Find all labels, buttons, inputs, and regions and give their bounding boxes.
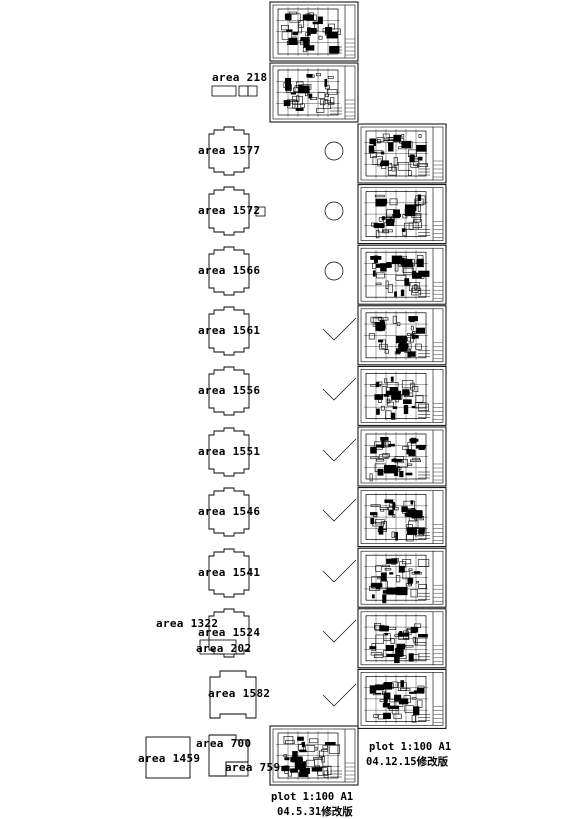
- sheet-right-7: [357, 487, 447, 548]
- area-202-label: area 202: [196, 642, 252, 655]
- sheet-right-1: [357, 123, 447, 184]
- status-check-4: [322, 317, 357, 341]
- floor-plan-9: [208, 608, 250, 658]
- status-circle-2: [324, 201, 344, 221]
- status-check-7: [322, 498, 357, 522]
- area-759-plan: [225, 761, 249, 777]
- floor-plan-1: [208, 126, 250, 176]
- area-202-plan: [199, 639, 237, 655]
- sheet-right-9: [357, 608, 447, 669]
- floor-area-label-8: area 1541: [198, 566, 261, 579]
- area-218-plan-b: [238, 85, 249, 97]
- status-check-8: [322, 559, 357, 583]
- bottom-caption-line1: plot 1:100 A1: [271, 791, 354, 803]
- floor-plan-7: [208, 487, 250, 537]
- sheet-top-1: [269, 1, 359, 62]
- sheet-right-4: [357, 305, 447, 366]
- floor-area-label-4: area 1561: [198, 324, 261, 337]
- status-check-10: [322, 683, 357, 707]
- floor-area-label-5: area 1556: [198, 384, 261, 397]
- bottom-caption-line2: 04.5.31修改版: [277, 806, 353, 818]
- area-1459-label: area 1459: [138, 752, 201, 765]
- status-check-5: [322, 377, 357, 401]
- floor-plan-2: [208, 186, 250, 236]
- area-700-label: area 700: [196, 737, 252, 750]
- sheet-right-2: [357, 184, 447, 245]
- sheet-right-8: [357, 547, 447, 608]
- sheet-right-3: [357, 244, 447, 305]
- floor-plan-outlines: [145, 85, 266, 779]
- area-1459-plan: [145, 736, 191, 779]
- floor-area-label-1: area 1577: [198, 144, 261, 157]
- area-218-plan-c: [247, 85, 258, 97]
- area-218-plan-a: [211, 85, 237, 97]
- floor-plan-4: [208, 306, 250, 356]
- status-check-9: [322, 619, 357, 643]
- floor-area-label-9: area 1524: [198, 626, 261, 639]
- sheet-top-2: [269, 62, 359, 123]
- floor-area-label-10: area 1582: [208, 687, 271, 700]
- floor-plan-6: [208, 427, 250, 477]
- sheet-right-5: [357, 365, 447, 426]
- small-square-1572: [255, 206, 266, 217]
- status-check-6: [322, 438, 357, 462]
- right-caption-line1: plot 1:100 A1: [369, 741, 452, 753]
- sheet-right-6: [357, 426, 447, 487]
- floor-plan-8: [208, 548, 250, 598]
- area-759-label: area 759: [225, 761, 281, 774]
- status-marks: [322, 141, 357, 707]
- floor-area-label-2: area 1572: [198, 204, 261, 217]
- status-circle-3: [324, 261, 344, 281]
- drawing-sheets: [269, 1, 447, 786]
- sheet-right-10: [357, 668, 447, 729]
- sheet-bottom: [269, 725, 359, 786]
- floor-area-label-6: area 1551: [198, 445, 261, 458]
- status-circle-1: [324, 141, 344, 161]
- top-area-label: area 218: [212, 71, 268, 84]
- floor-area-label-3: area 1566: [198, 264, 261, 277]
- floor-plan-5: [208, 366, 250, 416]
- floor-plan-3: [208, 246, 250, 296]
- floor-plan-10: [209, 670, 257, 719]
- area-1322-label: area 1322: [156, 617, 219, 630]
- right-caption-line2: 04.12.15修改版: [366, 756, 449, 768]
- floor-area-label-7: area 1546: [198, 505, 261, 518]
